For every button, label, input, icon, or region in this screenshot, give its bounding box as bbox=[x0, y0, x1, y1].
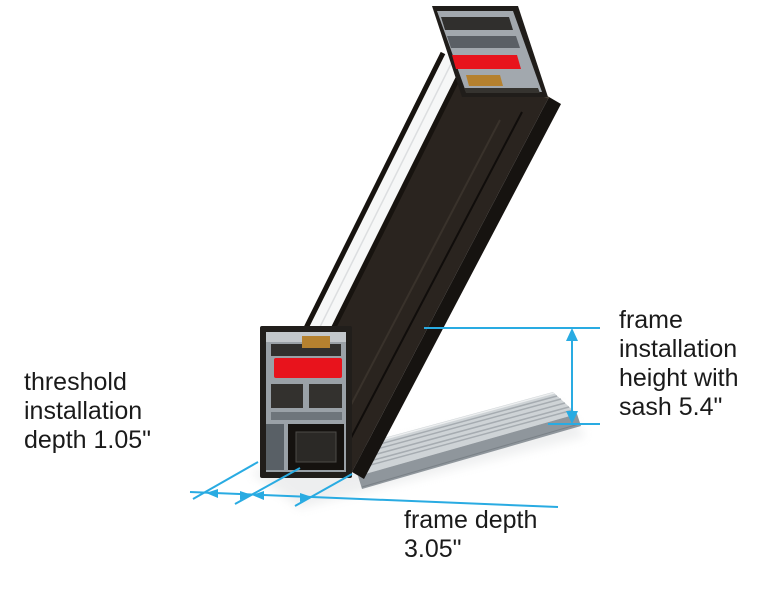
arrow-left-icon bbox=[206, 489, 218, 498]
arrow-right-icon bbox=[240, 491, 252, 500]
hardware-gold bbox=[466, 75, 503, 86]
extension-line bbox=[294, 473, 353, 507]
glass-reflection bbox=[310, 57, 455, 346]
aluminum-sill-ramp bbox=[332, 392, 581, 489]
dimension-depths bbox=[189, 461, 559, 508]
sash-chamber bbox=[441, 17, 513, 30]
gasket-red bbox=[452, 55, 521, 69]
label-line: depth 1.05" bbox=[24, 426, 152, 454]
label-line: threshold bbox=[24, 368, 127, 396]
threshold-chamber bbox=[309, 384, 342, 408]
label-line: height with bbox=[619, 364, 739, 392]
sash-chamber bbox=[447, 36, 520, 48]
arrow-down-icon bbox=[566, 411, 578, 424]
label-line: 3.05" bbox=[404, 535, 462, 563]
arrow-up-icon bbox=[566, 328, 578, 341]
label-line: frame depth bbox=[404, 506, 538, 534]
threshold-chamber-inner bbox=[295, 431, 337, 463]
profile-side-face bbox=[352, 97, 561, 479]
dimension-baseline bbox=[189, 491, 559, 508]
label-line: installation bbox=[619, 335, 738, 363]
profile-groove bbox=[329, 119, 501, 446]
label-line: sash 5.4" bbox=[619, 393, 723, 421]
inner-glass-pane bbox=[319, 62, 468, 353]
profile-front-face bbox=[322, 64, 549, 472]
gasket-red bbox=[274, 358, 342, 378]
double-glazing bbox=[297, 51, 468, 353]
label-threshold-installation-depth: threshold installation depth 1.05" bbox=[24, 368, 151, 455]
threshold-rib bbox=[271, 412, 342, 420]
label-line: frame bbox=[619, 306, 683, 334]
sill-front-face bbox=[358, 414, 581, 489]
threshold-chamber bbox=[271, 384, 303, 408]
outer-glass-pane bbox=[297, 51, 446, 342]
sill-front-edge bbox=[361, 423, 580, 488]
dimension-frame-height bbox=[424, 327, 600, 425]
threshold-section-face bbox=[260, 326, 352, 478]
extension-line bbox=[234, 467, 301, 505]
threshold-chamber bbox=[266, 424, 284, 470]
arrow-left-icon bbox=[252, 491, 264, 500]
label-line: installation bbox=[24, 397, 143, 425]
sash-chamber bbox=[464, 88, 540, 93]
sill-ridge bbox=[351, 409, 574, 471]
arrow-right-icon bbox=[300, 493, 312, 502]
label-frame-installation-height: frame installation height with sash 5.4" bbox=[619, 306, 739, 422]
sill-ridge bbox=[347, 406, 570, 468]
label-frame-depth: frame depth 3.05" bbox=[404, 506, 537, 564]
sill-ridge bbox=[343, 402, 566, 464]
sash-section-face bbox=[432, 6, 548, 97]
sash-section-cut bbox=[437, 11, 542, 92]
profile-groove bbox=[341, 111, 523, 456]
hardware-gold bbox=[302, 336, 330, 348]
